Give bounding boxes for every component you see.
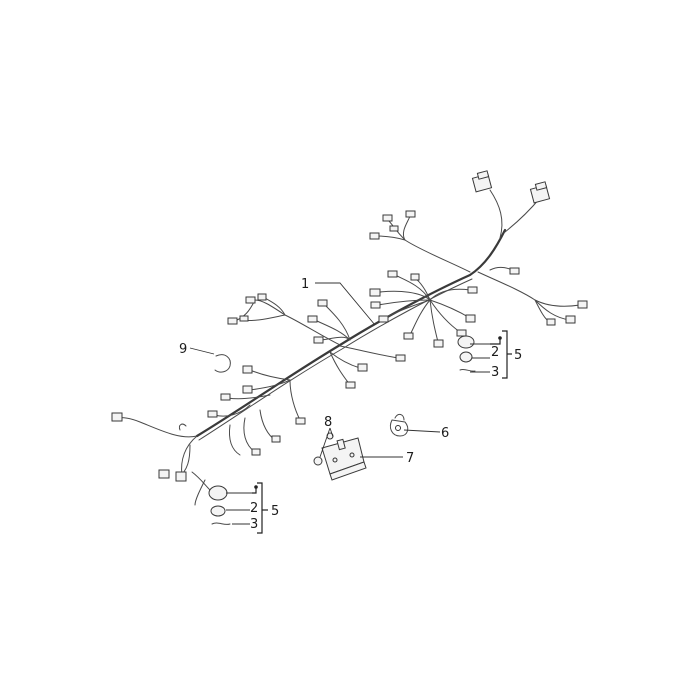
- large-connector-left: [471, 170, 493, 193]
- callout-3-upper: 3: [491, 365, 499, 380]
- fuse-holder-group-upper: [457, 335, 476, 372]
- part-3-upper-item: [459, 351, 473, 363]
- right-branch-connectors: [477, 266, 588, 326]
- part-2-lower-item: [208, 485, 228, 501]
- lower-left-fuse-branch: [191, 471, 211, 506]
- part-6-cable-clip: [389, 413, 409, 437]
- lower-hanging-branch: [229, 409, 281, 456]
- callout-6: 6: [441, 426, 449, 441]
- top-branch-connectors: [369, 210, 471, 273]
- left-tail-branch: [111, 412, 198, 482]
- leader-8-b: [329, 427, 334, 438]
- callout-9: 9: [179, 342, 187, 357]
- part-7-mounting-bracket: [321, 437, 367, 481]
- callout-1: 1: [301, 277, 309, 292]
- leader-6: [403, 429, 441, 433]
- part-3-lower-item: [210, 505, 226, 517]
- part-2-upper-item: [457, 335, 475, 349]
- group-5-bracket-upper: [490, 330, 512, 379]
- left-lower-branch-connectors: [207, 365, 306, 425]
- upper-middle-branch-connectors: [307, 299, 351, 344]
- callout-5-lower: 5: [271, 504, 279, 519]
- large-connector-right: [529, 181, 551, 204]
- leader-1: [315, 282, 376, 326]
- callout-2-lower: 2: [250, 501, 258, 516]
- part-9-clip: [214, 354, 231, 373]
- lower-middle-branch-connectors: [329, 345, 406, 389]
- mid-left-branch-connectors: [227, 293, 341, 346]
- callout-5-upper: 5: [514, 348, 522, 363]
- leader-8-a: [319, 427, 331, 458]
- group-5-bracket-lower: [252, 482, 268, 534]
- callout-labels: 1 9 2 3 5 6 7 8 2 3 5: [179, 277, 522, 532]
- leader-9: [189, 347, 215, 355]
- callout-2-upper: 2: [491, 345, 499, 360]
- callout-8: 8: [324, 415, 332, 430]
- main-wiring-harness: [111, 170, 588, 506]
- callout-3-lower: 3: [250, 517, 258, 532]
- central-junction-cluster: [369, 270, 478, 348]
- fuse-holder-group-lower: [208, 485, 231, 525]
- callout-7: 7: [406, 451, 414, 466]
- upper-right-branch: [471, 170, 551, 239]
- leader-lines: [189, 282, 490, 525]
